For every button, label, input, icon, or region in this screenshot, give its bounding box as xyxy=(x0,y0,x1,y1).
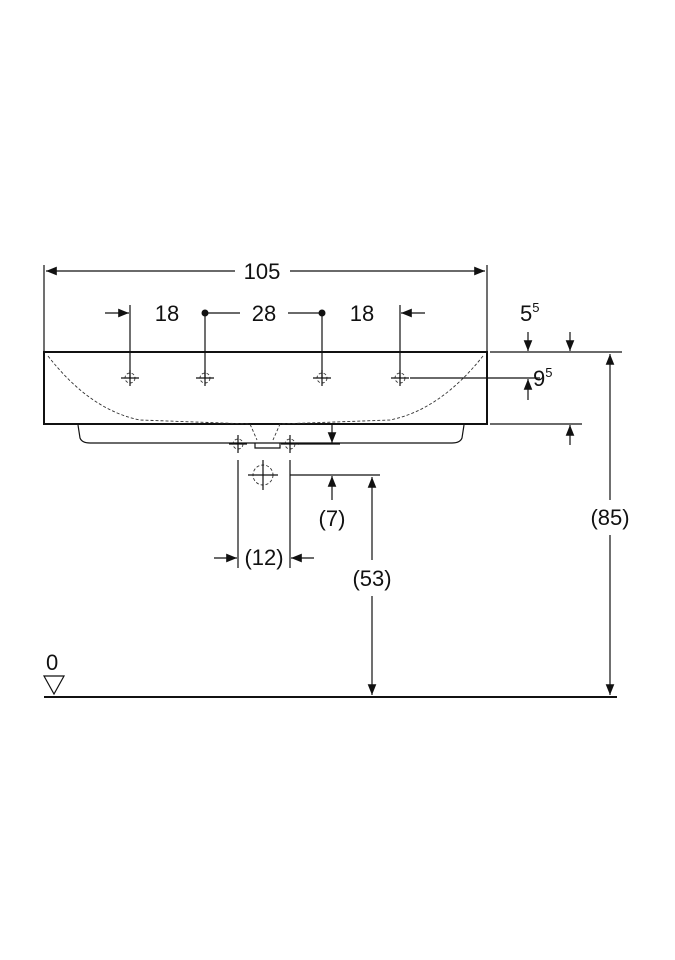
tap-hole-icon xyxy=(121,370,139,386)
supply-spacing-label: (12) xyxy=(244,545,283,570)
waste-height-dimension: (53) xyxy=(352,477,392,695)
floor-level-label: 0 xyxy=(46,650,58,675)
overall-width-dimension: 105 xyxy=(43,259,488,352)
overall-width-label: 105 xyxy=(244,259,281,284)
level-marker-icon xyxy=(42,675,66,696)
rim-height-label: 95 xyxy=(533,365,552,391)
total-height-dimension: (85) xyxy=(590,354,630,695)
total-height-label: (85) xyxy=(590,505,629,530)
supply-hole-icon xyxy=(281,435,299,453)
supply-offset-label: (7) xyxy=(319,506,346,531)
rim-offset-label: 55 xyxy=(520,300,539,326)
tap-spacing-left-label: 18 xyxy=(155,301,179,326)
waste-height-label: (53) xyxy=(352,566,391,591)
tap-spacing-middle-label: 28 xyxy=(252,301,276,326)
tap-spacing-dimension: 18 28 18 xyxy=(105,301,425,378)
waste-outlet-icon xyxy=(248,460,278,490)
tap-hole-icon xyxy=(391,370,409,386)
floor-level: 0 xyxy=(42,650,617,698)
tap-hole-icon xyxy=(196,370,214,386)
rim-dimensions: 55 95 xyxy=(410,300,622,445)
supply-hole-icon xyxy=(229,435,247,453)
tap-spacing-right-label: 18 xyxy=(350,301,374,326)
washbasin-outline xyxy=(43,351,488,449)
tap-hole-icon xyxy=(313,370,331,386)
tap-holes xyxy=(121,370,409,386)
supply-connections: (7) (12) xyxy=(214,424,380,570)
